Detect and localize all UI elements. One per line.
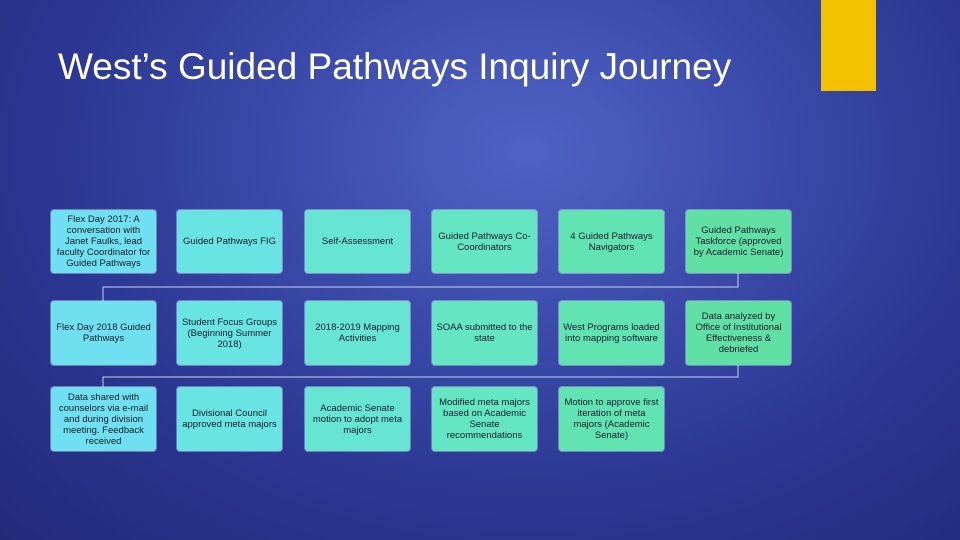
step-label: Student Focus Groups (Beginning Summer 2… — [181, 316, 278, 350]
step-mapping-activities: 2018-2019 Mapping Activities — [305, 301, 410, 365]
step-data-shared: Data shared with counselors via e-mail a… — [51, 387, 156, 451]
step-label: Academic Senate motion to adopt meta maj… — [312, 402, 403, 436]
step-self-assessment: Self-Assessment — [305, 210, 410, 273]
step-taskforce: Guided Pathways Taskforce (approved by A… — [686, 210, 791, 273]
slide-title: West’s Guided Pathways Inquiry Journey — [58, 46, 732, 87]
step-senate-motion: Academic Senate motion to adopt meta maj… — [305, 387, 410, 451]
connector-row2-to-row3 — [102, 365, 739, 387]
step-label: Self-Assessment — [321, 236, 394, 247]
step-label: Data analyzed by Office of Institutional… — [695, 311, 782, 355]
step-approve-first-iteration: Motion to approve first iteration of met… — [559, 387, 664, 451]
step-label: SOAA submitted to the state — [436, 322, 533, 344]
step-label: Guided Pathways FIG — [183, 236, 276, 247]
step-label: Motion to approve first iteration of met… — [564, 397, 659, 441]
step-label: Guided Pathways Taskforce (approved by A… — [693, 225, 784, 258]
step-flex-day-2018: Flex Day 2018 Guided Pathways — [51, 301, 156, 365]
step-modified-meta-majors: Modified meta majors based on Academic S… — [432, 387, 537, 451]
step-label: West Programs loaded into mapping softwa… — [563, 322, 660, 344]
step-label: Flex Day 2018 Guided Pathways — [56, 322, 151, 344]
step-data-analyzed: Data analyzed by Office of Institutional… — [686, 301, 791, 365]
step-programs-loaded: West Programs loaded into mapping softwa… — [559, 301, 664, 365]
step-label: Data shared with counselors via e-mail a… — [58, 391, 149, 447]
step-guided-pathways-fig: Guided Pathways FIG — [177, 210, 282, 273]
step-label: Modified meta majors based on Academic S… — [439, 397, 530, 441]
step-label: 4 Guided Pathways Navigators — [570, 230, 653, 253]
step-label: Flex Day 2017: A conversation with Janet… — [56, 214, 151, 269]
step-label: Guided Pathways Co-Coordinators — [438, 230, 531, 253]
step-label: 2018-2019 Mapping Activities — [315, 322, 400, 344]
step-navigators: 4 Guided Pathways Navigators — [559, 210, 664, 273]
accent-bar — [821, 0, 876, 91]
step-divisional-council: Divisional Council approved meta majors — [177, 387, 282, 451]
step-flex-day-2017: Flex Day 2017: A conversation with Janet… — [51, 210, 156, 273]
connector-row1-to-row2 — [102, 273, 739, 301]
step-student-focus-groups: Student Focus Groups (Beginning Summer 2… — [177, 301, 282, 365]
step-co-coordinators: Guided Pathways Co-Coordinators — [432, 210, 537, 273]
step-soaa-submitted: SOAA submitted to the state — [432, 301, 537, 365]
step-label: Divisional Council approved meta majors — [182, 408, 277, 430]
